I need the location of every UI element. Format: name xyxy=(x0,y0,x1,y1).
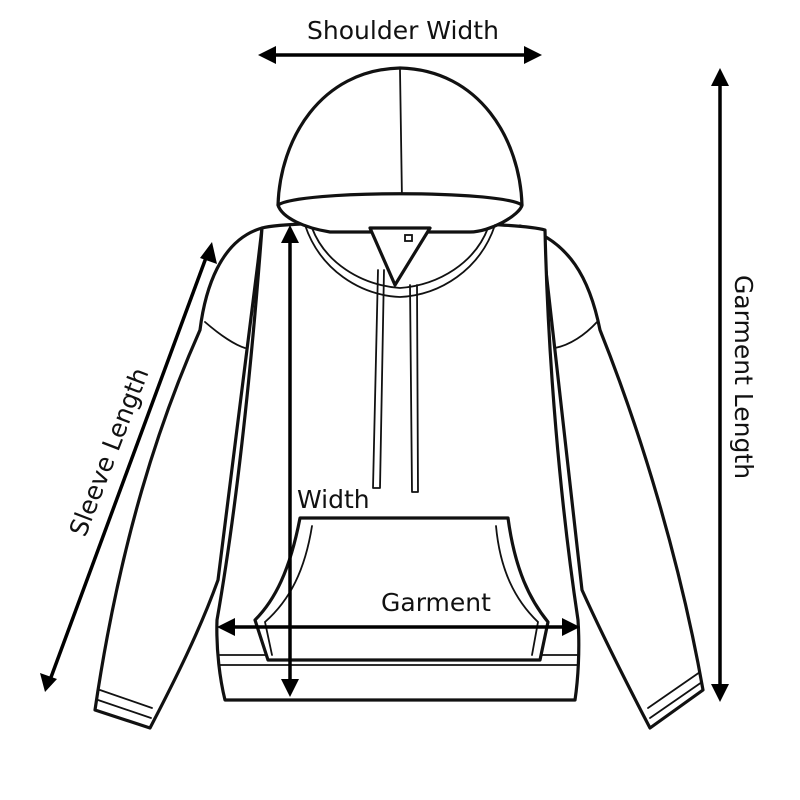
body-length-arrow xyxy=(281,225,299,697)
shoulder-width-label: Shoulder Width xyxy=(307,16,499,45)
drawstring-right xyxy=(409,284,419,493)
shoulder-width-arrow xyxy=(258,46,542,64)
sleeve-length-arrow xyxy=(40,242,217,692)
kangaroo-pocket xyxy=(253,516,550,662)
drawstring-left xyxy=(372,269,385,489)
garment-label: Garment xyxy=(381,588,491,617)
width-label: Width xyxy=(297,485,370,514)
garment-length-label: Garment Length xyxy=(729,275,758,479)
right-sleeve xyxy=(518,224,705,730)
garment-length-arrow xyxy=(711,68,729,702)
left-sleeve xyxy=(93,226,264,730)
garment-width-arrow xyxy=(217,618,580,636)
